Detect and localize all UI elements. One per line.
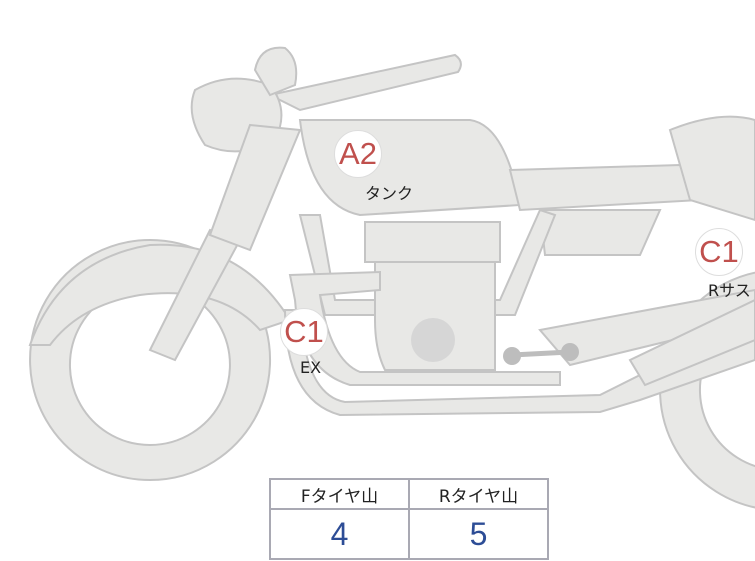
- label-badge-tank: A2: [334, 130, 382, 178]
- seat: [508, 163, 702, 212]
- handlebar: [267, 53, 462, 112]
- tail: [668, 115, 755, 222]
- engine-cover: [411, 318, 455, 362]
- front-tire-value: 4: [269, 508, 410, 560]
- footpeg: [511, 349, 571, 358]
- engine-top: [364, 221, 501, 263]
- label-badge-rear-suspension: C1: [695, 228, 743, 276]
- frame-down: [208, 123, 302, 252]
- rear-shock: [628, 298, 755, 387]
- engine: [374, 261, 496, 371]
- tire-tread-table: Fタイヤ山 Rタイヤ山 4 5: [269, 478, 549, 560]
- side-cover: [538, 209, 662, 256]
- label-text-rear-suspension: Rサス: [708, 281, 751, 300]
- front-tire-header: Fタイヤ山: [269, 478, 410, 510]
- exhaust-lower: [283, 309, 755, 417]
- rear-tire-header: Rタイヤ山: [408, 478, 549, 510]
- label-text-tank: タンク: [365, 184, 414, 203]
- label-text-exhaust: EX: [300, 358, 322, 377]
- rear-tire-value: 5: [408, 508, 549, 560]
- label-badge-exhaust: C1: [280, 308, 328, 356]
- mirror: [253, 46, 298, 97]
